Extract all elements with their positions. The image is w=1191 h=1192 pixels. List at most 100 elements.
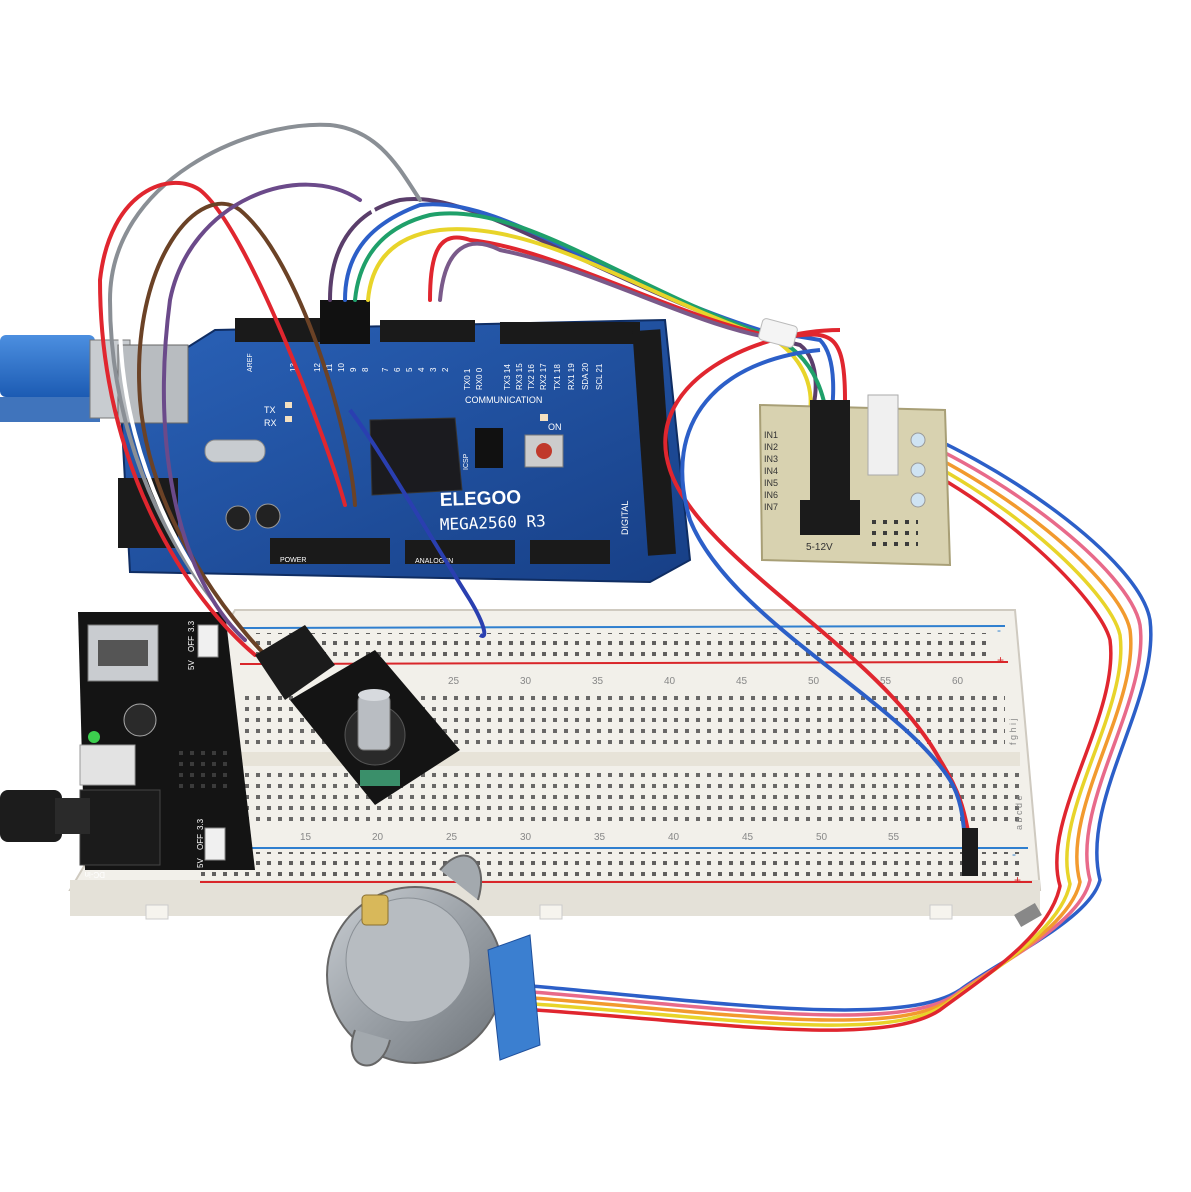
cable-tie-top: [758, 318, 798, 348]
driver-in6: IN6: [764, 490, 778, 500]
comm-pin-rx1: RX1 19: [567, 363, 576, 390]
rotary-encoder-module: [255, 625, 460, 805]
breadboard-jumper-end[interactable]: [962, 828, 978, 876]
rail-plus-top: +: [997, 653, 1004, 667]
pm-bottom-label-33: 3.3: [196, 818, 205, 830]
on-led: [540, 414, 548, 421]
tx-label: TX: [264, 405, 276, 415]
rail-plus-bottom: +: [1014, 873, 1021, 887]
jumper-bottom[interactable]: [204, 827, 226, 861]
mcu-chip: [369, 417, 463, 496]
pm-bottom-label-5v: 5V: [196, 858, 205, 868]
jumper-wire-blue: [348, 408, 487, 638]
pwm-pin-11: 11: [325, 363, 334, 372]
comm-pin-tx0: TX0 1: [463, 368, 472, 390]
power-supply-module: 5V OFF 3.3 5V OFF 3.3 DC-in: [78, 612, 255, 879]
tx-led: [285, 402, 292, 408]
col-num-bottom-50: 50: [816, 832, 828, 843]
jumper-top[interactable]: [197, 624, 219, 658]
jumper-wire-blue-long: [680, 348, 967, 841]
row-letters-bottom: a b c d e: [1014, 795, 1024, 830]
pm-top-label-33: 3.3: [187, 620, 196, 632]
rail-minus-bottom: -: [1012, 847, 1016, 861]
col-num-top-50: 50: [808, 676, 820, 687]
col-num-bottom-40: 40: [668, 832, 680, 843]
communication-label: COMMUNICATION: [465, 395, 542, 405]
ribbon-wires: [328, 197, 847, 502]
driver-in1: IN1: [764, 430, 778, 440]
col-num-top-45: 45: [736, 676, 748, 687]
col-num-top-35: 35: [592, 676, 604, 687]
motor-connector[interactable]: [867, 394, 899, 476]
driver-ic: [810, 400, 850, 510]
analog-label: ANALOG IN: [415, 558, 453, 565]
comm-pin-rx3: RX3 15: [515, 363, 524, 390]
col-num-bottom-25: 25: [446, 832, 458, 843]
motor-cable: [519, 418, 1153, 1032]
col-num-top-25: 25: [448, 676, 460, 687]
comm-pin-tx3: TX3 14: [503, 364, 512, 390]
pm-top-label-off: OFF: [187, 636, 196, 652]
power-label: POWER: [280, 557, 306, 564]
col-num-top-30: 30: [520, 676, 532, 687]
pwm-pin-13: 13: [289, 363, 298, 372]
comm-pin-sda: SDA 20: [581, 362, 590, 390]
brand-logo-text: ELEGOO: [439, 487, 521, 511]
driver-in2: IN2: [764, 442, 778, 452]
digital-label: DIGITAL: [620, 501, 630, 535]
dc-in-jack[interactable]: [79, 789, 161, 866]
comm-pin-rx2: RX2 17: [539, 363, 548, 390]
col-num-bottom-30: 30: [520, 832, 532, 843]
col-num-top-40: 40: [664, 676, 676, 687]
arduino-mega-board: ELEGOO MEGA2560 R3 COMMUNICATION TX0 1 R…: [117, 300, 692, 584]
stepper-driver-board: IN1 IN2 IN3 IN4 IN5 IN6 IN7 5-12V: [758, 394, 952, 567]
col-num-top-60: 60: [952, 676, 964, 687]
power-led: [88, 731, 100, 743]
driver-in7: IN7: [764, 502, 778, 512]
encoder-wires: [97, 122, 422, 662]
driver-in5: IN5: [764, 478, 778, 488]
pwm-pin-5: 5: [405, 367, 414, 372]
driver-in4: IN4: [764, 466, 778, 476]
pwm-pin-4: 4: [417, 367, 426, 372]
pwm-pin-8: 8: [361, 367, 370, 372]
pm-bottom-label-off: OFF: [196, 834, 205, 850]
on-label: ON: [548, 422, 562, 432]
rx-label: RX: [264, 418, 277, 428]
encoder-connector[interactable]: [255, 625, 335, 700]
row-letters-top: f g h i j: [1008, 718, 1018, 745]
comm-pin-tx2: TX2 16: [527, 364, 536, 390]
cable-tie-bottom: [1014, 902, 1042, 928]
rail-minus-top: -: [997, 623, 1001, 637]
driver-voltage-label: 5-12V: [806, 542, 833, 553]
col-num-bottom-45: 45: [742, 832, 754, 843]
stepper-motor: [326, 854, 541, 1067]
col-num-bottom-35: 35: [594, 832, 606, 843]
pwm-pin-6: 6: [393, 367, 402, 372]
comm-pin-scl: SCL 21: [595, 363, 604, 390]
pwm-pin-7: 7: [381, 367, 390, 372]
pwm-pin-9: 9: [349, 367, 358, 372]
model-text: MEGA2560 R3: [439, 511, 546, 534]
dc-in-label: DC-in: [85, 870, 105, 879]
pwm-pin-3: 3: [429, 367, 438, 372]
icsp-label: ICSP: [463, 453, 470, 470]
pwm-pin-12: 12: [313, 363, 322, 372]
col-num-bottom-55: 55: [888, 832, 900, 843]
col-num-bottom-15: 15: [300, 832, 312, 843]
col-num-bottom-20: 20: [372, 832, 384, 843]
rx-led: [285, 416, 292, 422]
motor-shaft: [361, 894, 389, 926]
power-header[interactable]: [800, 500, 860, 535]
pm-top-label-5v: 5V: [187, 660, 196, 670]
col-num-top-55: 55: [880, 676, 892, 687]
comm-pin-tx1: TX1 18: [553, 364, 562, 390]
encoder-knob-shaft[interactable]: [357, 694, 391, 751]
dc-barrel-cable: [0, 790, 90, 842]
pwm-pin-10: 10: [337, 363, 346, 372]
pwm-pin-2: 2: [441, 367, 450, 372]
aref-label: AREF: [247, 353, 254, 372]
comm-pin-rx0: RX0 0: [475, 367, 484, 390]
driver-in3: IN3: [764, 454, 778, 464]
